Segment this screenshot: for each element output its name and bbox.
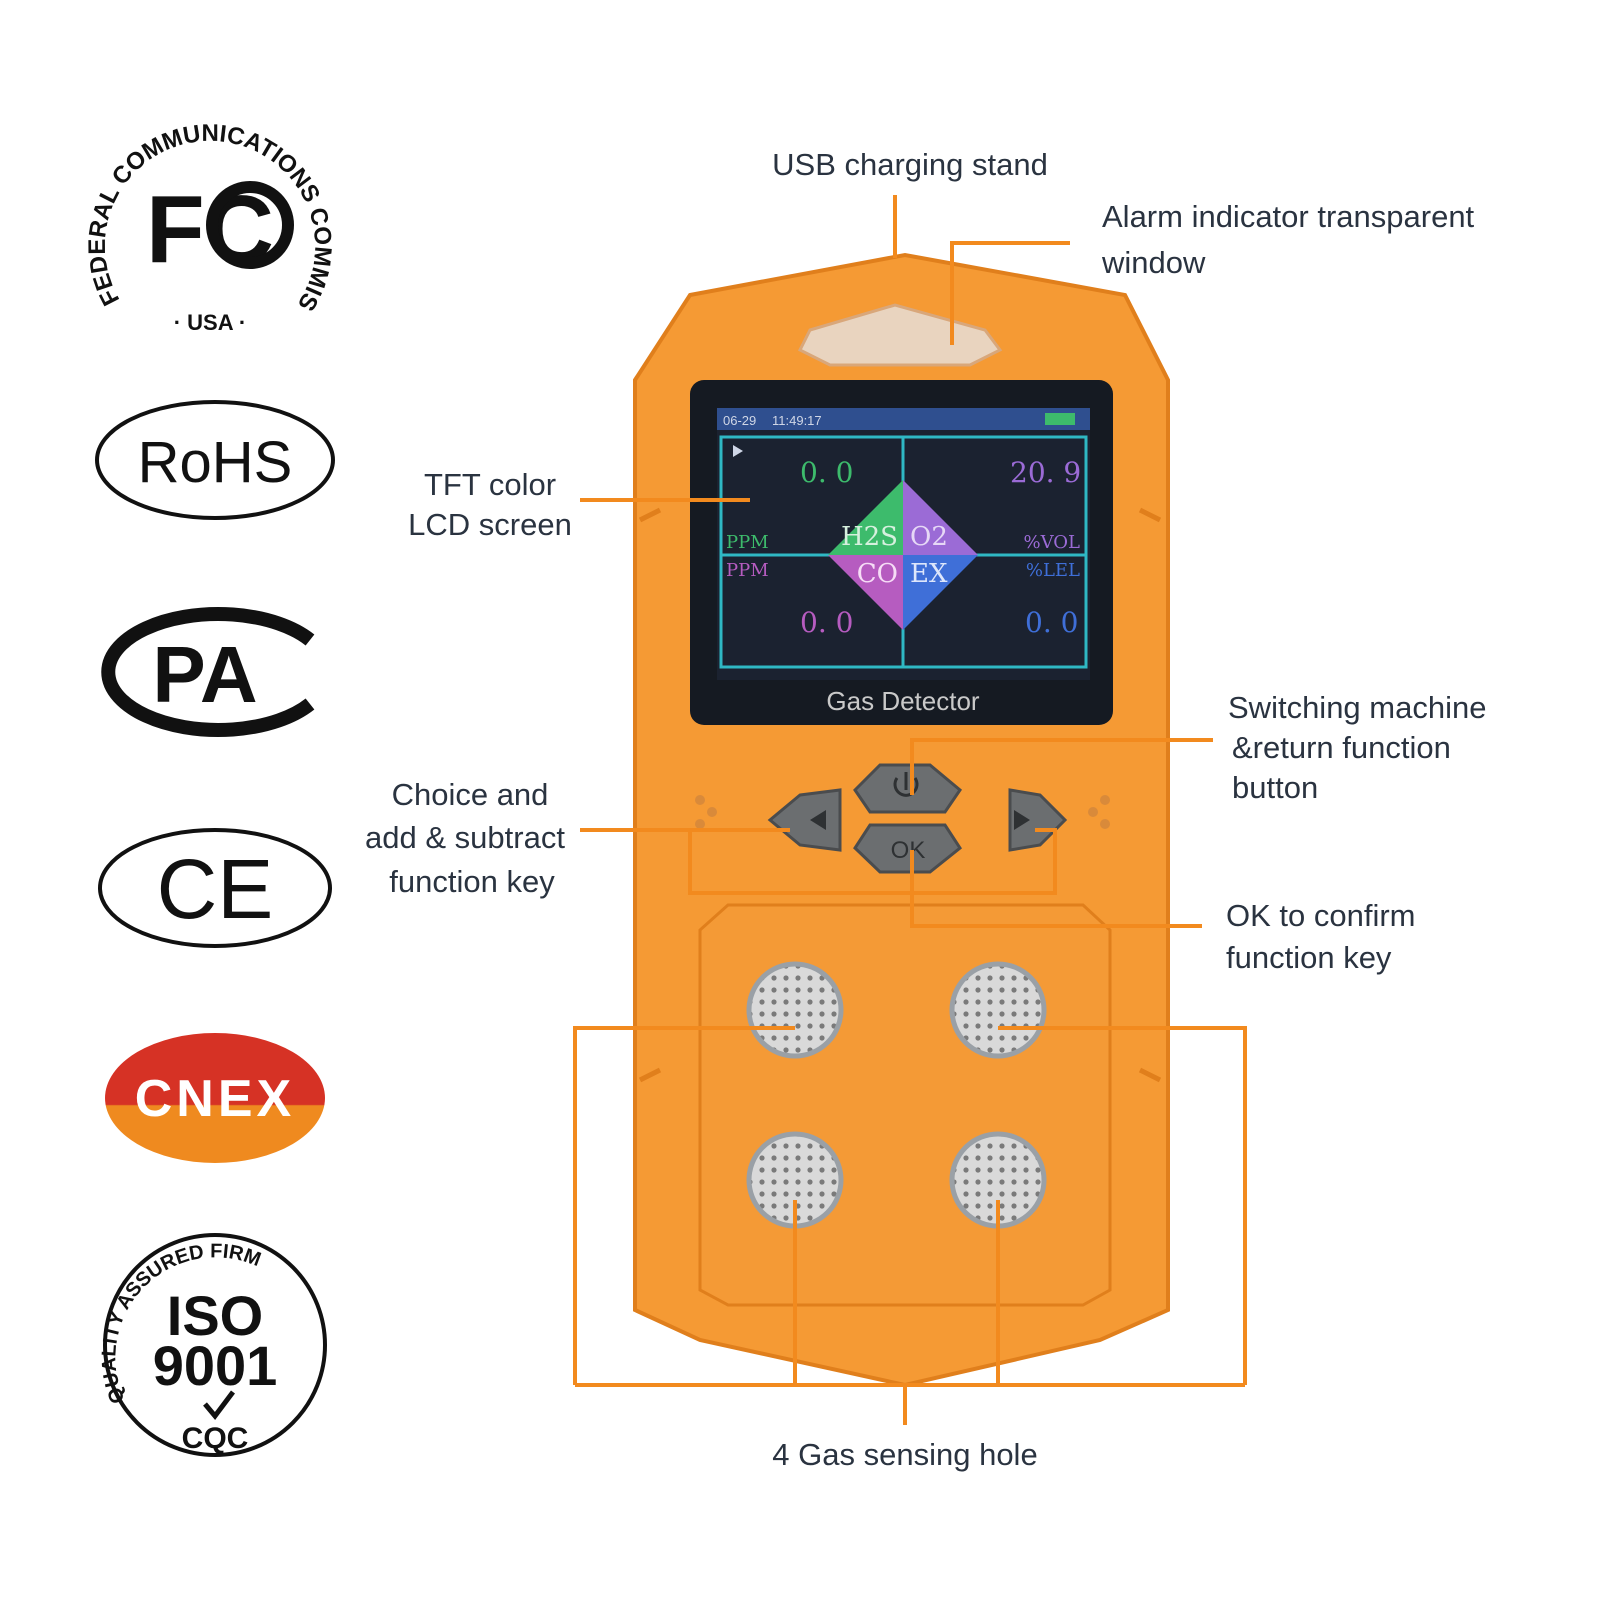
diamond-co [828,555,903,630]
gas-h2s-label: H2S [841,522,898,552]
cnex-logo: CNEX [105,1033,325,1163]
keypad: OK [767,763,1068,874]
callout-switch-line2: &return function [1232,730,1451,765]
cpa-label: PA [152,630,257,719]
sensing-hole-1 [746,961,844,1059]
callout-switch-line3: button [1232,770,1318,805]
iso-line2: 9001 [153,1334,278,1397]
diamond-h2s [828,480,903,555]
ex-value: 0. 0 [1025,606,1078,639]
callout-labels: USB charging stand Alarm indicator trans… [365,147,1486,1472]
iso-bottom: CQC [182,1422,249,1455]
leader-ok [910,850,1202,928]
gas-co-label: CO [857,559,898,589]
cnex-ellipse [105,1033,325,1163]
left-arrow-icon [810,810,826,830]
gas-ex-label: EX [910,559,948,589]
lcd-screen: 06-29 11:49:17 H2S O2 CO EX 0. 0 20. 9 0… [717,408,1090,680]
alarm-indicator-window [797,303,1003,367]
ce-logo: CE [98,828,332,948]
diamond-ex [903,555,978,630]
callout-ok-line1: OK to confirm [1226,898,1416,933]
leader-lines [573,195,1247,1425]
fcc-logo: FEDERAL COMMUNICATIONS COMMISSION FC · U… [0,0,336,335]
sensor-plate [698,903,1112,1307]
iso-logo: QUALITY ASSURED FIRM ISO 9001 CQC [98,1233,327,1457]
gas-o2-label: O2 [910,522,948,552]
ce-label: CE [157,842,274,936]
ok-key[interactable] [853,823,963,874]
callout-tft-line1: TFT color [424,467,556,502]
ok-key-label: OK [891,837,926,864]
gas-detector-device: 06-29 11:49:17 H2S O2 CO EX 0. 0 20. 9 0… [633,252,1170,1388]
ce-ellipse [98,828,332,948]
side-indicator-dots [695,795,1110,829]
callout-tft-line2: LCD screen [408,507,572,542]
lcd-status-bar [717,408,1090,430]
check-icon [203,1390,235,1421]
lcd-date: 06-29 [723,413,756,428]
callout-holes: 4 Gas sensing hole [772,1437,1037,1472]
callout-alarm-line1: Alarm indicator transparent [1102,199,1475,234]
side-grooves [638,507,1162,1083]
callout-alarm-line2: window [1101,245,1206,280]
right-key[interactable] [1008,788,1068,852]
callout-ok-line2: function key [1226,940,1392,975]
callout-usb: USB charging stand [772,147,1048,182]
power-icon [893,772,919,797]
leader-alarm [950,241,1070,345]
callout-switch-line1: Switching machine [1228,690,1486,725]
left-key[interactable] [767,788,842,852]
fcc-country: · USA · [174,310,247,335]
callout-choice-line3: function key [389,864,555,899]
ex-unit: %LEL [1026,560,1080,581]
h2s-unit: PPM [726,532,769,553]
lcd-time: 11:49:17 [772,413,822,428]
leader-switch [910,738,1213,795]
battery-icon [1045,413,1075,425]
fcc-c-ring [206,181,294,269]
gas-sensing-holes [746,961,1047,1229]
callout-choice-line1: Choice and [392,777,549,812]
cpa-c-shape [101,607,315,737]
cpa-logo: PA [101,607,315,737]
device-title: Gas Detector [826,686,980,716]
leader-holes-left [573,1026,795,1385]
rohs-label: RoHS [138,430,293,495]
iso-line1: ISO [167,1284,263,1347]
leader-choice-right [688,828,1057,895]
o2-value: 20. 9 [1010,456,1081,489]
leader-holes-right [998,1026,1247,1385]
rohs-logo: RoHS [95,400,335,520]
diamond-o2 [903,480,978,555]
right-arrow-icon [1014,810,1030,830]
rohs-ellipse [95,400,335,520]
o2-unit: %VOL [1024,532,1081,553]
play-icon [733,445,743,457]
h2s-value: 0. 0 [800,456,853,489]
co-value: 0. 0 [800,606,853,639]
co-unit: PPM [726,560,769,581]
cnex-label: CNEX [135,1070,295,1128]
sensing-hole-2 [949,961,1047,1059]
iso-ring [103,1233,327,1457]
callout-choice-line2: add & subtract [365,820,565,855]
